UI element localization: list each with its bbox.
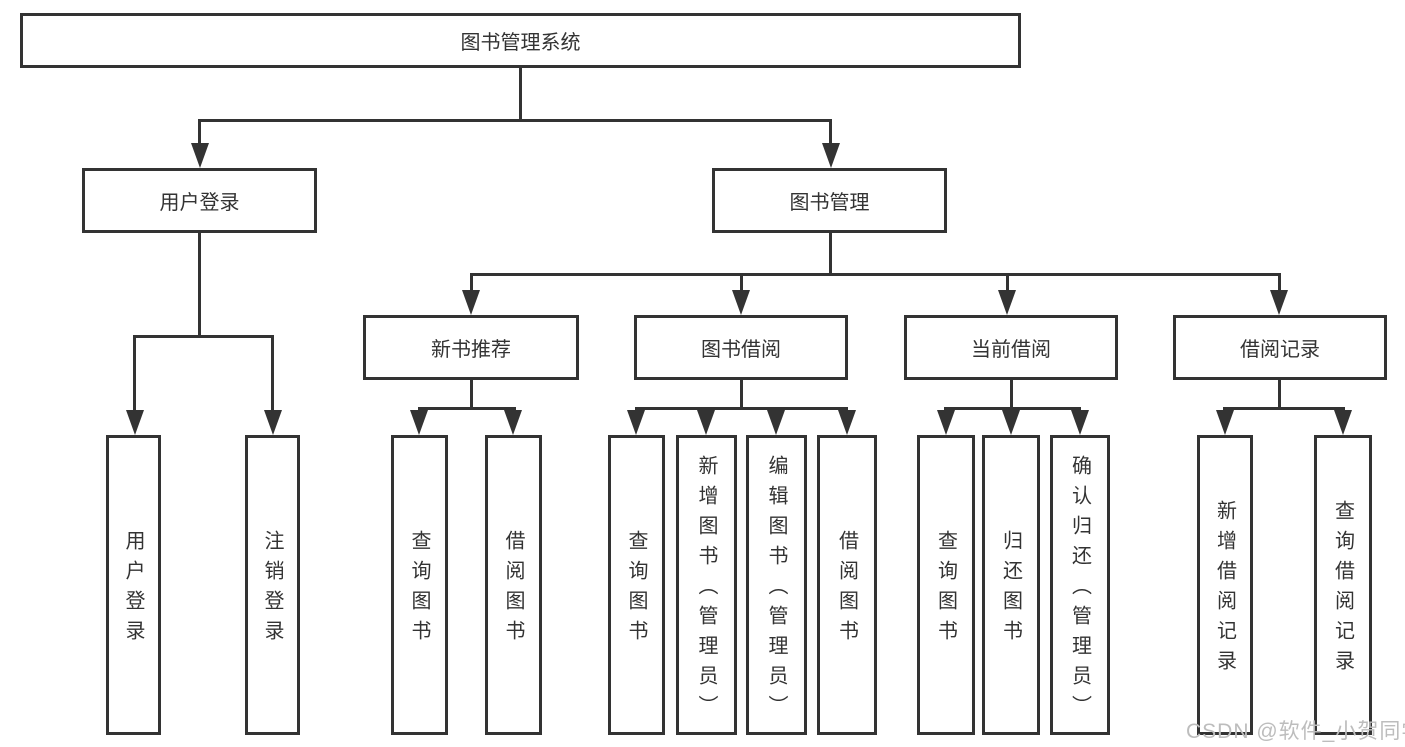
leaf-user-login: 用户登录 bbox=[106, 435, 161, 735]
connector-line bbox=[945, 407, 1081, 410]
arrowhead-down-icon bbox=[126, 410, 144, 435]
arrowhead-down-icon bbox=[767, 410, 785, 435]
arrowhead-down-icon bbox=[998, 290, 1016, 315]
leaf-logout: 注销登录 bbox=[245, 435, 300, 735]
leaf-edit-books-admin-label: 编辑图书（管理员） bbox=[765, 455, 787, 725]
connector-line bbox=[1006, 273, 1009, 291]
connector-line bbox=[1010, 379, 1013, 409]
arrowhead-down-icon bbox=[697, 410, 715, 435]
arrowhead-down-icon bbox=[1071, 410, 1089, 435]
arrowhead-down-icon bbox=[1270, 290, 1288, 315]
leaf-edit-books-admin: 编辑图书（管理员） bbox=[746, 435, 807, 735]
leaf-add-borrow-record: 新增借阅记录 bbox=[1197, 435, 1253, 735]
node-borrow-records: 借阅记录 bbox=[1173, 315, 1387, 380]
leaf-query-books-1: 查询图书 bbox=[391, 435, 448, 735]
node-root: 图书管理系统 bbox=[20, 13, 1021, 68]
node-book-borrow: 图书借阅 bbox=[634, 315, 848, 380]
arrowhead-down-icon bbox=[1216, 410, 1234, 435]
leaf-borrow-books-2: 借阅图书 bbox=[817, 435, 877, 735]
leaf-add-books-admin-label: 新增图书（管理员） bbox=[695, 455, 717, 725]
connector-line bbox=[470, 273, 1281, 276]
leaf-add-books-admin: 新增图书（管理员） bbox=[676, 435, 737, 735]
connector-line bbox=[133, 335, 274, 338]
arrowhead-down-icon bbox=[1334, 410, 1352, 435]
connector-line bbox=[418, 407, 516, 410]
leaf-borrow-books-1: 借阅图书 bbox=[485, 435, 542, 735]
leaf-query-books-1-label: 查询图书 bbox=[408, 530, 430, 650]
node-user-login-label: 用户登录 bbox=[159, 192, 240, 214]
node-borrow-records-label: 借阅记录 bbox=[1240, 339, 1320, 361]
leaf-query-borrow-record: 查询借阅记录 bbox=[1314, 435, 1372, 735]
arrowhead-down-icon bbox=[410, 410, 428, 435]
arrowhead-down-icon bbox=[264, 410, 282, 435]
leaf-query-borrow-record-label: 查询借阅记录 bbox=[1331, 500, 1354, 680]
node-user-login: 用户登录 bbox=[82, 168, 317, 233]
arrowhead-down-icon bbox=[191, 143, 209, 168]
leaf-query-books-3-label: 查询图书 bbox=[934, 530, 957, 650]
leaf-user-login-label: 用户登录 bbox=[122, 530, 144, 650]
connector-line bbox=[1224, 407, 1345, 410]
connector-line bbox=[1278, 379, 1281, 409]
connector-line bbox=[470, 379, 473, 409]
connector-line bbox=[198, 119, 832, 122]
leaf-confirm-return-admin-label: 确认归还（管理员） bbox=[1068, 455, 1091, 725]
watermark: CSDN @软件_小贺同学 bbox=[1186, 720, 1405, 743]
connector-line bbox=[271, 335, 274, 412]
leaf-confirm-return-admin: 确认归还（管理员） bbox=[1050, 435, 1110, 735]
node-book-borrow-label: 图书借阅 bbox=[701, 339, 781, 361]
arrowhead-down-icon bbox=[822, 143, 840, 168]
connector-line bbox=[519, 67, 522, 121]
node-new-book-recommend: 新书推荐 bbox=[363, 315, 579, 380]
connector-line bbox=[740, 379, 743, 409]
node-current-borrow-label: 当前借阅 bbox=[971, 339, 1051, 361]
leaf-return-books-label: 归还图书 bbox=[999, 530, 1022, 650]
arrowhead-down-icon bbox=[627, 410, 645, 435]
leaf-add-borrow-record-label: 新增借阅记录 bbox=[1213, 500, 1236, 680]
connector-line bbox=[133, 335, 136, 412]
node-current-borrow: 当前借阅 bbox=[904, 315, 1118, 380]
leaf-query-books-2: 查询图书 bbox=[608, 435, 665, 735]
connector-line bbox=[740, 273, 743, 291]
node-new-book-recommend-label: 新书推荐 bbox=[431, 339, 511, 361]
leaf-borrow-books-2-label: 借阅图书 bbox=[835, 530, 858, 650]
arrowhead-down-icon bbox=[732, 290, 750, 315]
node-root-label: 图书管理系统 bbox=[460, 32, 581, 54]
arrowhead-down-icon bbox=[937, 410, 955, 435]
connector-line bbox=[1278, 273, 1281, 291]
connector-line bbox=[198, 119, 201, 149]
connector-line bbox=[829, 232, 832, 276]
node-book-management: 图书管理 bbox=[712, 168, 947, 233]
connector-line bbox=[470, 273, 473, 291]
connector-line bbox=[198, 232, 201, 337]
arrowhead-down-icon bbox=[838, 410, 856, 435]
connector-line bbox=[635, 407, 847, 410]
leaf-borrow-books-1-label: 借阅图书 bbox=[502, 530, 524, 650]
leaf-return-books: 归还图书 bbox=[982, 435, 1040, 735]
leaf-query-books-2-label: 查询图书 bbox=[625, 530, 647, 650]
leaf-query-books-3: 查询图书 bbox=[917, 435, 975, 735]
connector-line bbox=[829, 119, 832, 149]
arrowhead-down-icon bbox=[1002, 410, 1020, 435]
leaf-logout-label: 注销登录 bbox=[261, 530, 283, 650]
node-book-management-label: 图书管理 bbox=[789, 192, 870, 214]
arrowhead-down-icon bbox=[504, 410, 522, 435]
arrowhead-down-icon bbox=[462, 290, 480, 315]
